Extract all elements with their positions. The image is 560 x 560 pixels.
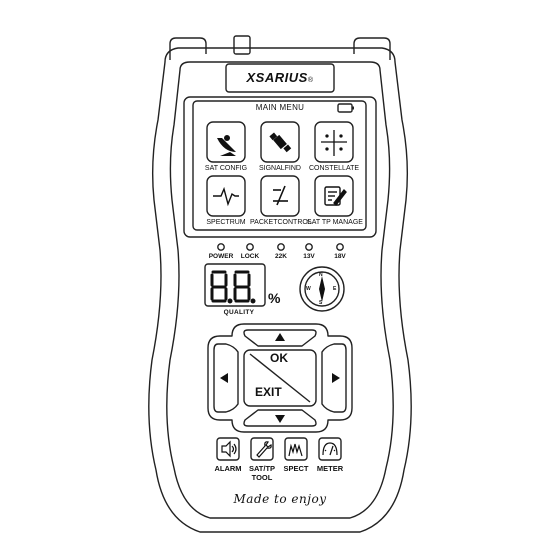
meter-gauge-icon: [322, 442, 338, 456]
fn-label-sat-tp-tool: SAT/TP TOOL: [248, 464, 276, 482]
quality-unit: %: [268, 290, 281, 306]
fn-label-spect: SPECT: [283, 464, 309, 473]
satellite-icon: [269, 132, 292, 153]
led-label-13v: 13V: [303, 253, 315, 260]
right-antenna-outline: [353, 37, 391, 60]
brand-plate: [225, 63, 335, 93]
app-constellate[interactable]: [315, 122, 353, 162]
app-sat-tp-manage[interactable]: [315, 176, 353, 216]
spectrum-icon: [288, 443, 303, 457]
arrow-down-icon: [275, 415, 285, 423]
alarm-button[interactable]: [217, 438, 239, 460]
compass-letter-w: W: [306, 286, 311, 292]
device-body-outer: [148, 47, 412, 533]
power-led: [217, 243, 225, 251]
brand-name: XSARIUS: [246, 70, 308, 85]
spectrum-waveform-icon: [213, 186, 239, 207]
app-spectrum[interactable]: [207, 176, 245, 216]
led-label-lock: LOCK: [240, 253, 260, 260]
device-body-inner: [166, 61, 394, 519]
dpad-up-button[interactable]: [245, 330, 315, 346]
app-tile-6-frame: [314, 175, 354, 217]
fn-key-4-frame: [318, 437, 342, 461]
main-menu-title: MAIN MENU: [255, 103, 305, 112]
speaker-icon: [221, 440, 237, 458]
app-label-sat-tp-manage: SAT TP MANAGE: [307, 219, 363, 226]
compass-letter-e: E: [333, 286, 337, 292]
satellite-dish-icon: [217, 135, 236, 156]
app-tile-5-frame: [260, 175, 300, 217]
wrench-icon: [256, 441, 272, 458]
slogan-text: Made to enjoy: [233, 492, 327, 506]
led-label-18v: 18V: [334, 253, 346, 260]
dpad-center: [243, 349, 317, 407]
meter-button[interactable]: [319, 438, 341, 460]
fn-key-3-frame: [284, 437, 308, 461]
edit-document-icon: [324, 186, 347, 207]
packet-control-icon: [273, 185, 288, 206]
led-label-22k: 22K: [275, 253, 287, 260]
constellation-icon: [321, 130, 347, 156]
led-label-power: POWER: [208, 253, 234, 260]
app-label-constellate: CONSTELLATE: [309, 165, 360, 172]
fn-key-2-frame: [250, 437, 274, 461]
app-packetcontrol[interactable]: [261, 176, 299, 216]
ok-exit-divider: [249, 353, 311, 403]
dpad-down-pad: [243, 409, 317, 427]
fn-key-1-frame: [216, 437, 240, 461]
app-tile-1-frame: [206, 121, 246, 163]
dpad-frame: [207, 323, 353, 433]
ok-button[interactable]: OK: [270, 351, 288, 365]
exit-button[interactable]: EXIT: [255, 385, 282, 399]
22k-led: [277, 243, 285, 251]
compass-letter-s: S: [319, 300, 323, 306]
app-tile-2-frame: [260, 121, 300, 163]
app-label-signalfind: SIGNALFIND: [258, 165, 301, 172]
app-signalfind[interactable]: [261, 122, 299, 162]
compass-outer: [299, 266, 345, 312]
app-tile-3-frame: [314, 121, 354, 163]
app-label-spectrum: SPECTRUM: [206, 219, 246, 226]
fn-label-meter: METER: [316, 464, 344, 473]
brand-logo: XSARIUS®: [228, 65, 332, 91]
app-tile-4-frame: [206, 175, 246, 217]
dpad-down-button[interactable]: [245, 410, 315, 426]
quality-label: QUALITY: [223, 309, 255, 316]
18v-led: [336, 243, 344, 251]
app-label-sat-config: SAT CONFIG: [204, 165, 248, 172]
quality-display-frame: [204, 263, 266, 307]
trademark: ®: [307, 77, 314, 84]
rf-connector-outline: [233, 35, 251, 55]
spect-button[interactable]: [285, 438, 307, 460]
arrow-up-icon: [275, 333, 285, 341]
dpad-up-pad: [243, 329, 317, 347]
app-label-packetcontrol: PACKETCONTROL: [250, 219, 312, 226]
dpad-right-button[interactable]: [322, 344, 346, 412]
sat-tp-tool-button[interactable]: [251, 438, 273, 460]
compass-inner: [304, 271, 340, 307]
seven-segment-digits: [210, 270, 256, 304]
left-antenna-outline: [169, 37, 207, 60]
arrow-right-icon: [332, 373, 340, 383]
fn-label-alarm: ALARM: [214, 464, 242, 473]
dpad-left-pad: [213, 343, 239, 413]
screen-bezel: [183, 96, 377, 238]
dpad-right-pad: [321, 343, 347, 413]
screen: [192, 100, 367, 231]
dpad-left-button[interactable]: [214, 344, 238, 412]
lock-led: [246, 243, 254, 251]
13v-led: [305, 243, 313, 251]
compass-letter-n: N: [319, 272, 323, 278]
arrow-left-icon: [220, 373, 228, 383]
app-sat-config[interactable]: [207, 122, 245, 162]
compass-needle: [319, 276, 325, 302]
